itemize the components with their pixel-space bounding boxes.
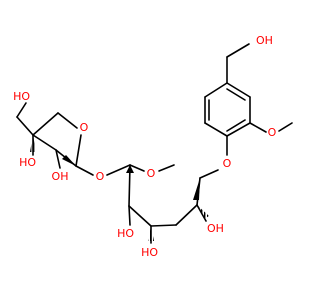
bond [32,112,59,136]
wedge-bonds [62,155,200,200]
bond [158,164,175,172]
o-label-glucose-ring: O [147,167,156,180]
bond [16,102,27,118]
bond-lines [16,43,293,244]
bond [57,112,78,129]
o-label-furanose-ring: O [80,121,89,134]
bond [106,164,131,176]
ho-label-ch2oh-left: HO [13,90,30,103]
bond [150,224,177,227]
ho-label-glc-c4: HO [117,227,134,240]
bond-hash [197,205,209,219]
hash-bonds [30,135,209,241]
bond [249,122,267,133]
bond-wedge [126,165,134,173]
bond-wedge [193,178,200,200]
molecule-structure: OH O O O O O HO HO OH HO HO OH [13,34,293,259]
bond [226,43,250,58]
bond [16,116,34,136]
bond [226,122,251,137]
bond [75,134,82,167]
bond [175,204,198,226]
atom-labels: OH O O O O O HO HO OH HO HO OH [13,34,277,259]
bond-double [226,119,246,132]
bond [204,122,228,137]
bond [32,134,57,151]
bond [128,205,152,227]
oh-label-furanose: OH [52,170,69,183]
o-label-aryl-ether: O [223,157,232,170]
bond [199,169,219,179]
oh-label-ch2oh: OH [256,34,273,47]
bond [278,122,293,132]
bond-double [226,88,246,101]
o-label-linker: O [96,170,105,183]
bond [226,82,251,98]
bond [204,82,228,98]
bond [128,205,131,226]
bond [75,165,94,176]
bond-hash [30,135,36,152]
ho-label-glc-c3: HO [141,246,158,259]
oh-label-glc-c2: OH [207,222,224,235]
bond [129,164,145,172]
bond-hash [148,226,154,241]
o-label-methoxy: O [268,126,277,139]
bond-wedge [62,155,76,166]
ho-label-quaternary: HO [19,156,36,169]
bond [55,149,61,169]
